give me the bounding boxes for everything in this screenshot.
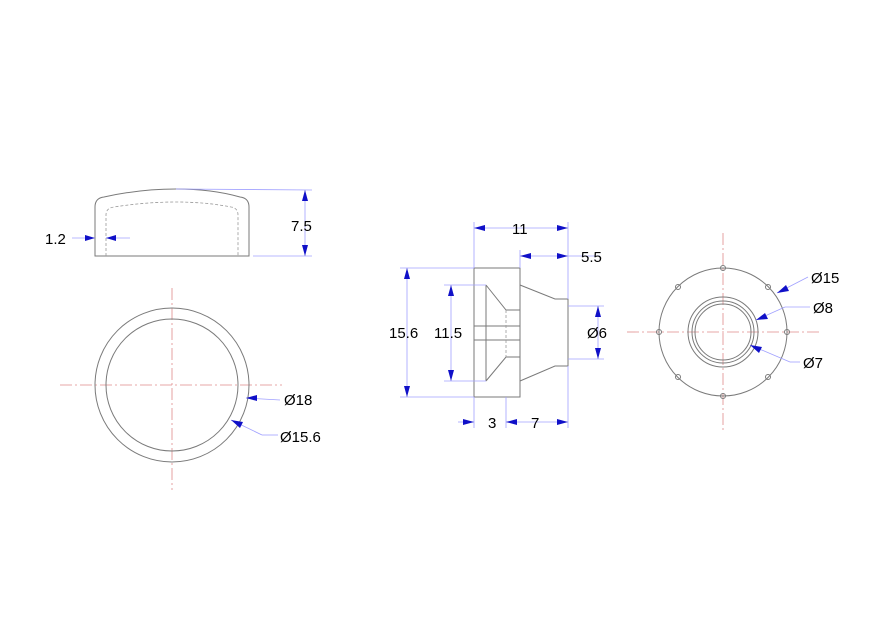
end-notch: [765, 284, 771, 290]
arrow-knob-flange-top: [404, 268, 410, 279]
cap-side-view: [94, 188, 250, 257]
knob-side-view: [473, 267, 569, 398]
dim-end-outer-diameter: Ø15: [776, 270, 839, 294]
label-end-bore-inner: Ø7: [803, 355, 823, 372]
dim-knob-flange-inner: 11.5: [434, 284, 486, 382]
dim-knob-shaft-length: 5.5: [519, 249, 602, 268]
end-outer-circle: [658, 267, 788, 397]
dim-cap-thickness: 1.2: [45, 231, 130, 248]
cap-top-view: [60, 288, 282, 490]
dim-knob-flange-diameter: 15.6: [389, 267, 474, 398]
arrow-knob-inner-bottom: [448, 370, 454, 381]
arrow-knob-inner-top: [448, 285, 454, 296]
end-bore-inner-circle: [694, 303, 752, 361]
dim-knob-widths: 3 7: [458, 366, 569, 432]
end-notch: [656, 329, 662, 335]
end-flange-notches: [656, 265, 790, 399]
label-end-bore-outer: Ø8: [813, 300, 833, 317]
knob-end-view: [627, 233, 820, 432]
label-cap-inner-diameter: Ø15.6: [280, 429, 321, 446]
arrow-knob-flange-bottom: [404, 386, 410, 397]
label-cap-height: 7.5: [291, 218, 312, 235]
arrow-cap-height-bottom: [302, 245, 308, 256]
dim-cap-outer-diameter: Ø18: [245, 392, 312, 409]
end-notch: [675, 284, 681, 290]
arrow-knob-total-right: [557, 225, 568, 231]
arrow-cap-inner-diameter: [231, 420, 243, 428]
label-knob-flange-width: 3: [488, 415, 496, 432]
dim-knob-total-length: 11: [473, 221, 569, 299]
arrow-cap-thickness-right: [106, 235, 116, 241]
label-cap-thickness: 1.2: [45, 231, 66, 248]
dim-cap-inner-diameter: Ø15.6: [230, 419, 321, 446]
label-knob-flange-diameter: 15.6: [389, 325, 418, 342]
knob-flange: [473, 267, 521, 398]
end-bore-outer-circle: [687, 296, 759, 368]
arrow-knob-flange-width-left: [463, 419, 474, 425]
knob-taper-bottom: [485, 356, 520, 382]
cap-side-inner-outline: [105, 201, 239, 256]
label-knob-total-length: 11: [512, 221, 528, 238]
arrow-knob-shaft-right: [557, 253, 568, 259]
label-knob-shaft-width: 7: [531, 415, 539, 432]
dim-end-bore-inner: Ø7: [749, 344, 823, 372]
arrow-knob-shaft-dia-top: [595, 306, 601, 317]
arrow-knob-shaft-left: [520, 253, 531, 259]
end-notch: [720, 265, 726, 271]
cap-inner-circle: [105, 318, 239, 452]
label-knob-flange-inner: 11.5: [434, 325, 462, 342]
end-notch: [675, 374, 681, 380]
end-notch: [784, 329, 790, 335]
arrow-knob-shaft-width-right: [557, 419, 568, 425]
label-cap-outer-diameter: Ø18: [284, 392, 312, 409]
arrow-knob-total-left: [474, 225, 485, 231]
arrow-cap-thickness-left: [85, 235, 95, 241]
end-bore-mid-circle: [691, 300, 755, 364]
arrow-end-outer-diameter: [777, 285, 789, 293]
arrow-cap-outer-diameter: [246, 395, 257, 401]
end-notch: [765, 374, 771, 380]
dim-end-bore-outer: Ø8: [755, 300, 833, 321]
dim-knob-shaft-diameter: Ø6: [568, 305, 607, 360]
arrow-end-bore-inner: [750, 345, 762, 353]
label-end-outer-diameter: Ø15: [811, 270, 839, 287]
cap-outer-circle: [94, 307, 250, 463]
arrow-knob-flange-width-right: [506, 419, 517, 425]
knob-shaft: [519, 284, 569, 382]
end-notch: [720, 393, 726, 399]
dim-cap-height: 7.5: [175, 188, 313, 257]
label-knob-shaft-length: 5.5: [581, 249, 602, 266]
arrow-end-bore-outer: [756, 313, 768, 320]
arrow-knob-shaft-dia-bottom: [595, 348, 601, 359]
label-knob-shaft-diameter: Ø6: [587, 325, 607, 342]
knob-taper-top: [485, 284, 520, 311]
cap-side-outer-outline: [94, 188, 250, 257]
arrow-cap-height-top: [302, 190, 308, 201]
